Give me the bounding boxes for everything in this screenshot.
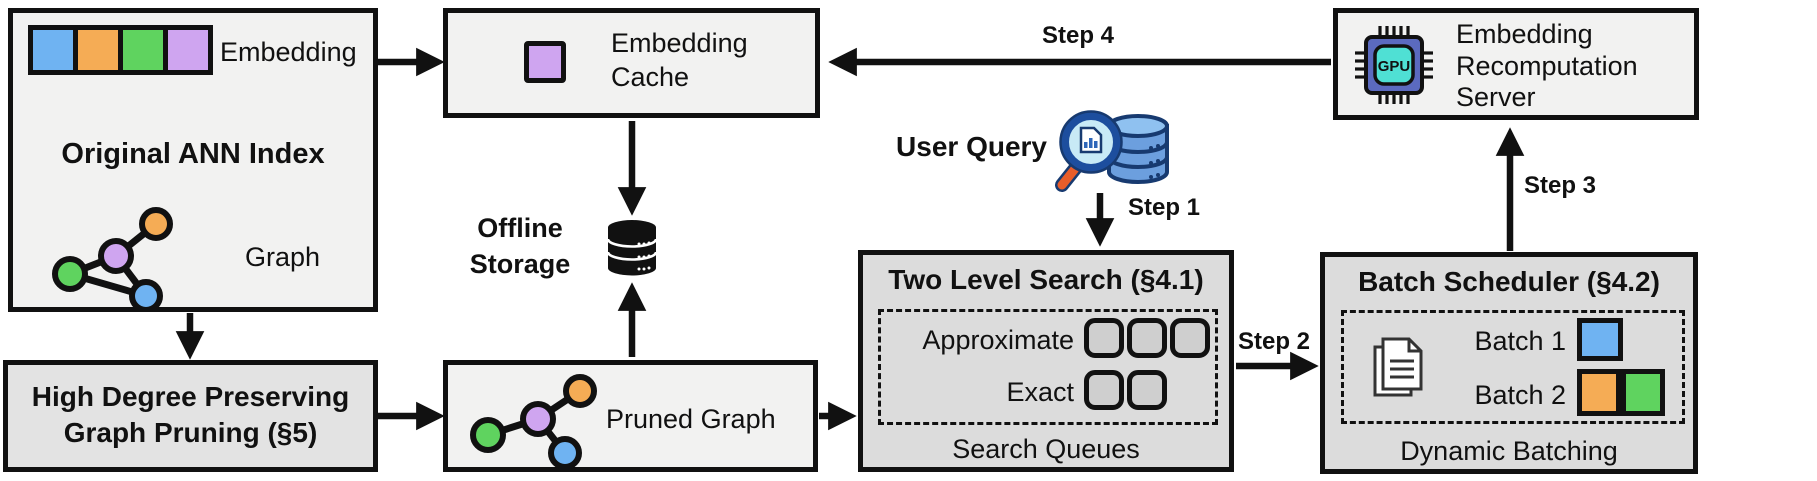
database-icon: [606, 220, 658, 276]
magnifier-database-icon: [1055, 110, 1169, 192]
step1-label: Step 1: [1128, 194, 1201, 221]
offline-storage-label: Offline Storage: [469, 213, 571, 280]
batch2-green-square: [1621, 369, 1665, 416]
two-level-search-box: Two Level Search (§4.1) Approximate Exac…: [858, 250, 1234, 472]
gpu-chip-icon: GPU: [1355, 26, 1433, 104]
embedding-label: Embedding: [220, 37, 357, 67]
recomputation-server-box: GPU Embedding Recomputation Server: [1333, 8, 1699, 120]
two-level-search-title: Two Level Search (§4.1): [888, 264, 1204, 295]
approximate-label: Approximate: [922, 325, 1074, 355]
batch-scheduler-title: Batch Scheduler (§4.2): [1358, 266, 1660, 297]
step4-label: Step 4: [1041, 22, 1115, 49]
batch1-label: Batch 1: [1474, 326, 1566, 356]
batch2-orange-square: [1577, 369, 1621, 416]
search-queues-caption: Search Queues: [952, 434, 1140, 464]
exact-label: Exact: [1006, 377, 1074, 407]
graph-icon: [52, 207, 173, 310]
approximate-queue-slot: [1170, 318, 1210, 358]
step2-label: Step 2: [1238, 328, 1311, 355]
approximate-queue-slot: [1084, 318, 1124, 358]
user-query-label: User Query: [896, 131, 1047, 162]
embedding-cache-label: Embedding Cache: [611, 28, 748, 92]
exact-queue-slot: [1127, 370, 1167, 410]
gpu-chip-text: GPU: [1378, 58, 1411, 75]
dynamic-batching-caption: Dynamic Batching: [1400, 436, 1618, 466]
batch1-blue-square: [1577, 318, 1623, 361]
original-ann-index-box: Embedding Original ANN Index Graph: [8, 8, 378, 312]
pruned-graph-label: Pruned Graph: [606, 404, 776, 434]
pruned-graph-box: Pruned Graph: [443, 360, 818, 472]
cached-embedding-square-icon: [524, 41, 566, 83]
graph-label: Graph: [245, 242, 321, 272]
high-degree-pruning-box: High Degree Preserving Graph Pruning (§5…: [3, 360, 378, 472]
step3-label: Step 3: [1524, 172, 1597, 199]
embedding-purple-cell: [168, 30, 208, 70]
batch2-label: Batch 2: [1474, 380, 1566, 410]
exact-queue-slot: [1084, 370, 1124, 410]
embedding-orange-cell: [78, 30, 118, 70]
search-queues-panel: Approximate Exact: [878, 309, 1218, 425]
recomputation-server-label: Embedding Recomputation Server: [1456, 19, 1638, 113]
embedding-cache-box: Embedding Cache: [443, 8, 820, 118]
embedding-blue-cell: [33, 30, 73, 70]
pruned-graph-icon: [470, 374, 597, 469]
dynamic-batching-panel: Batch 1 Batch 2: [1341, 310, 1685, 424]
embedding-vector-strip-icon: [28, 25, 213, 75]
embedding-green-cell: [123, 30, 163, 70]
approximate-queue-slot: [1127, 318, 1167, 358]
high-degree-pruning-label: High Degree Preserving Graph Pruning (§5…: [31, 381, 350, 449]
batch-scheduler-box: Batch Scheduler (§4.2) Batch 1 Batch 2 D…: [1320, 252, 1698, 474]
original-ann-index-title: Original ANN Index: [61, 138, 325, 170]
documents-icon: [1373, 337, 1423, 397]
